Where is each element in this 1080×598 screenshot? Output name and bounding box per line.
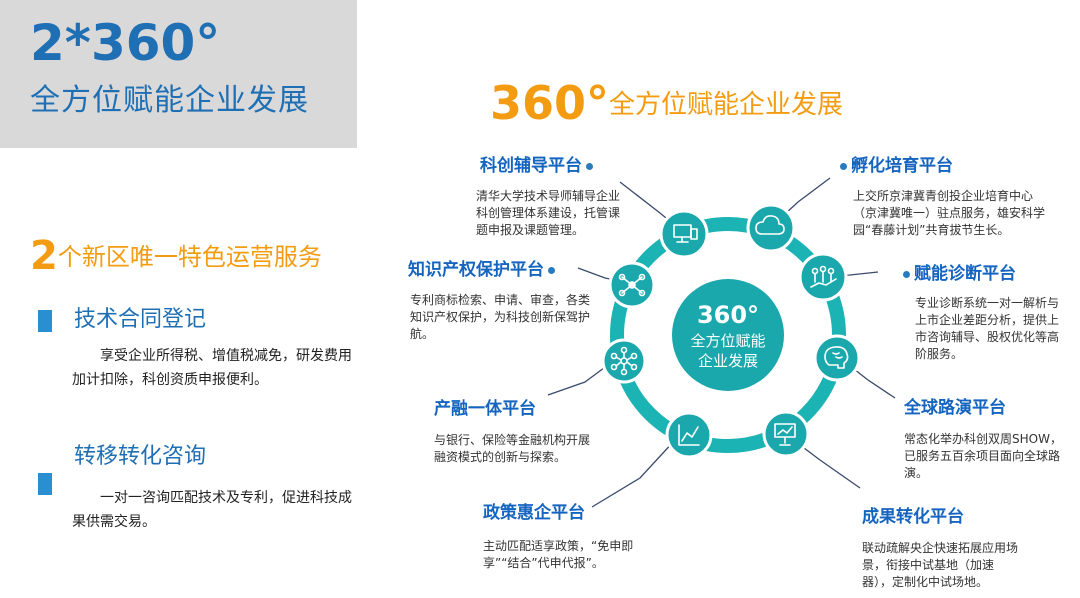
platform-title-finance: 产融一体平台 <box>434 399 536 419</box>
platform-desc-innovation: 清华大学技术导师辅导企业科创管理体系建设，托管课题申报及课题管理。 <box>476 189 621 237</box>
main-title: 360°全方位赋能企业发展 <box>490 80 843 126</box>
platform-desc-diagnosis: 专业诊断系统一对一解析与上市企业差距分析，提供上市咨询辅导、股权优化等高阶服务。 <box>915 296 1060 361</box>
center-line-1: 全方位赋能 <box>690 332 765 350</box>
node-circle <box>659 209 709 259</box>
network-icon <box>618 273 646 297</box>
header-number: 2*360° <box>30 14 221 72</box>
bullet-marker <box>38 310 52 332</box>
center-number: 360° <box>697 301 759 329</box>
services-title-text: 个新区唯一特色运营服务 <box>57 243 322 271</box>
platform-title-transfer: 成果转化平台 <box>862 507 964 527</box>
cloud-icon <box>755 215 785 235</box>
service-body-1: 享受企业所得税、增值税减免，研发费用加计扣除，科创资质申报便利。 <box>72 348 352 388</box>
main-title-text: 全方位赋能企业发展 <box>609 90 844 120</box>
service-body-2: 一对一咨询匹配技术及专利，促进科技成果供需交易。 <box>72 490 352 530</box>
service-head-1: 技术合同登记 <box>74 307 207 332</box>
platform-title-diagnosis: 赋能诊断平台 <box>903 266 1016 283</box>
hub-icon <box>610 346 638 376</box>
node-circle <box>601 338 647 384</box>
connector-line <box>591 439 676 508</box>
services-title: 2个新区唯一特色运营服务 <box>30 236 322 276</box>
presentation-icon <box>774 423 796 446</box>
platform-title-policy: 政策惠企平台 <box>483 503 585 523</box>
team-growth-icon <box>810 265 837 288</box>
platform-desc-roadshow: 常态化举办科创双周SHOW，已服务五百余项目面向全球路演。 <box>904 432 1062 480</box>
brain-icon <box>824 346 849 369</box>
main-title-number: 360° <box>490 76 610 130</box>
platform-desc-transfer: 联动疏解央企快速拓展应用场景，衔接中试基地（加速器），定制化中试场地。 <box>862 541 1019 589</box>
bullet-marker <box>38 473 52 495</box>
platform-desc-ip: 专利商标检索、申请、审查，各类知识产权保护，为科技创新保驾护航。 <box>410 293 591 341</box>
header-panel <box>0 0 357 148</box>
platform-desc-finance: 与银行、保险等金融机构开展融资模式的创新与探索。 <box>434 433 591 464</box>
node-circle <box>762 410 810 458</box>
service-head-2: 转移转化咨询 <box>74 444 207 469</box>
platform-title-incubation: 孵化培育平台 <box>840 158 953 175</box>
platform-title-ip: 知识产权保护平台 <box>408 262 555 279</box>
platform-desc-policy: 主动匹配适享政策，“免申即享”“结合”代申代报”。 <box>483 539 634 570</box>
header-subtitle: 全方位赋能企业发展 <box>30 83 309 118</box>
connector-line <box>799 444 861 489</box>
center-line-2: 企业发展 <box>698 352 758 370</box>
chart-icon <box>678 424 700 446</box>
services-title-number: 2 <box>30 233 58 279</box>
platform-desc-incubation: 上交所京津冀青创投企业培育中心（京津冀唯一）驻点服务，雄安科学园“春藤计划”共育… <box>853 189 1046 237</box>
center-disc <box>672 279 784 391</box>
platform-title-innovation: 科创辅导平台 <box>480 158 593 175</box>
node-circle <box>746 203 796 253</box>
platform-title-roadshow: 全球路演平台 <box>904 398 1006 418</box>
computer-icon <box>673 224 698 243</box>
